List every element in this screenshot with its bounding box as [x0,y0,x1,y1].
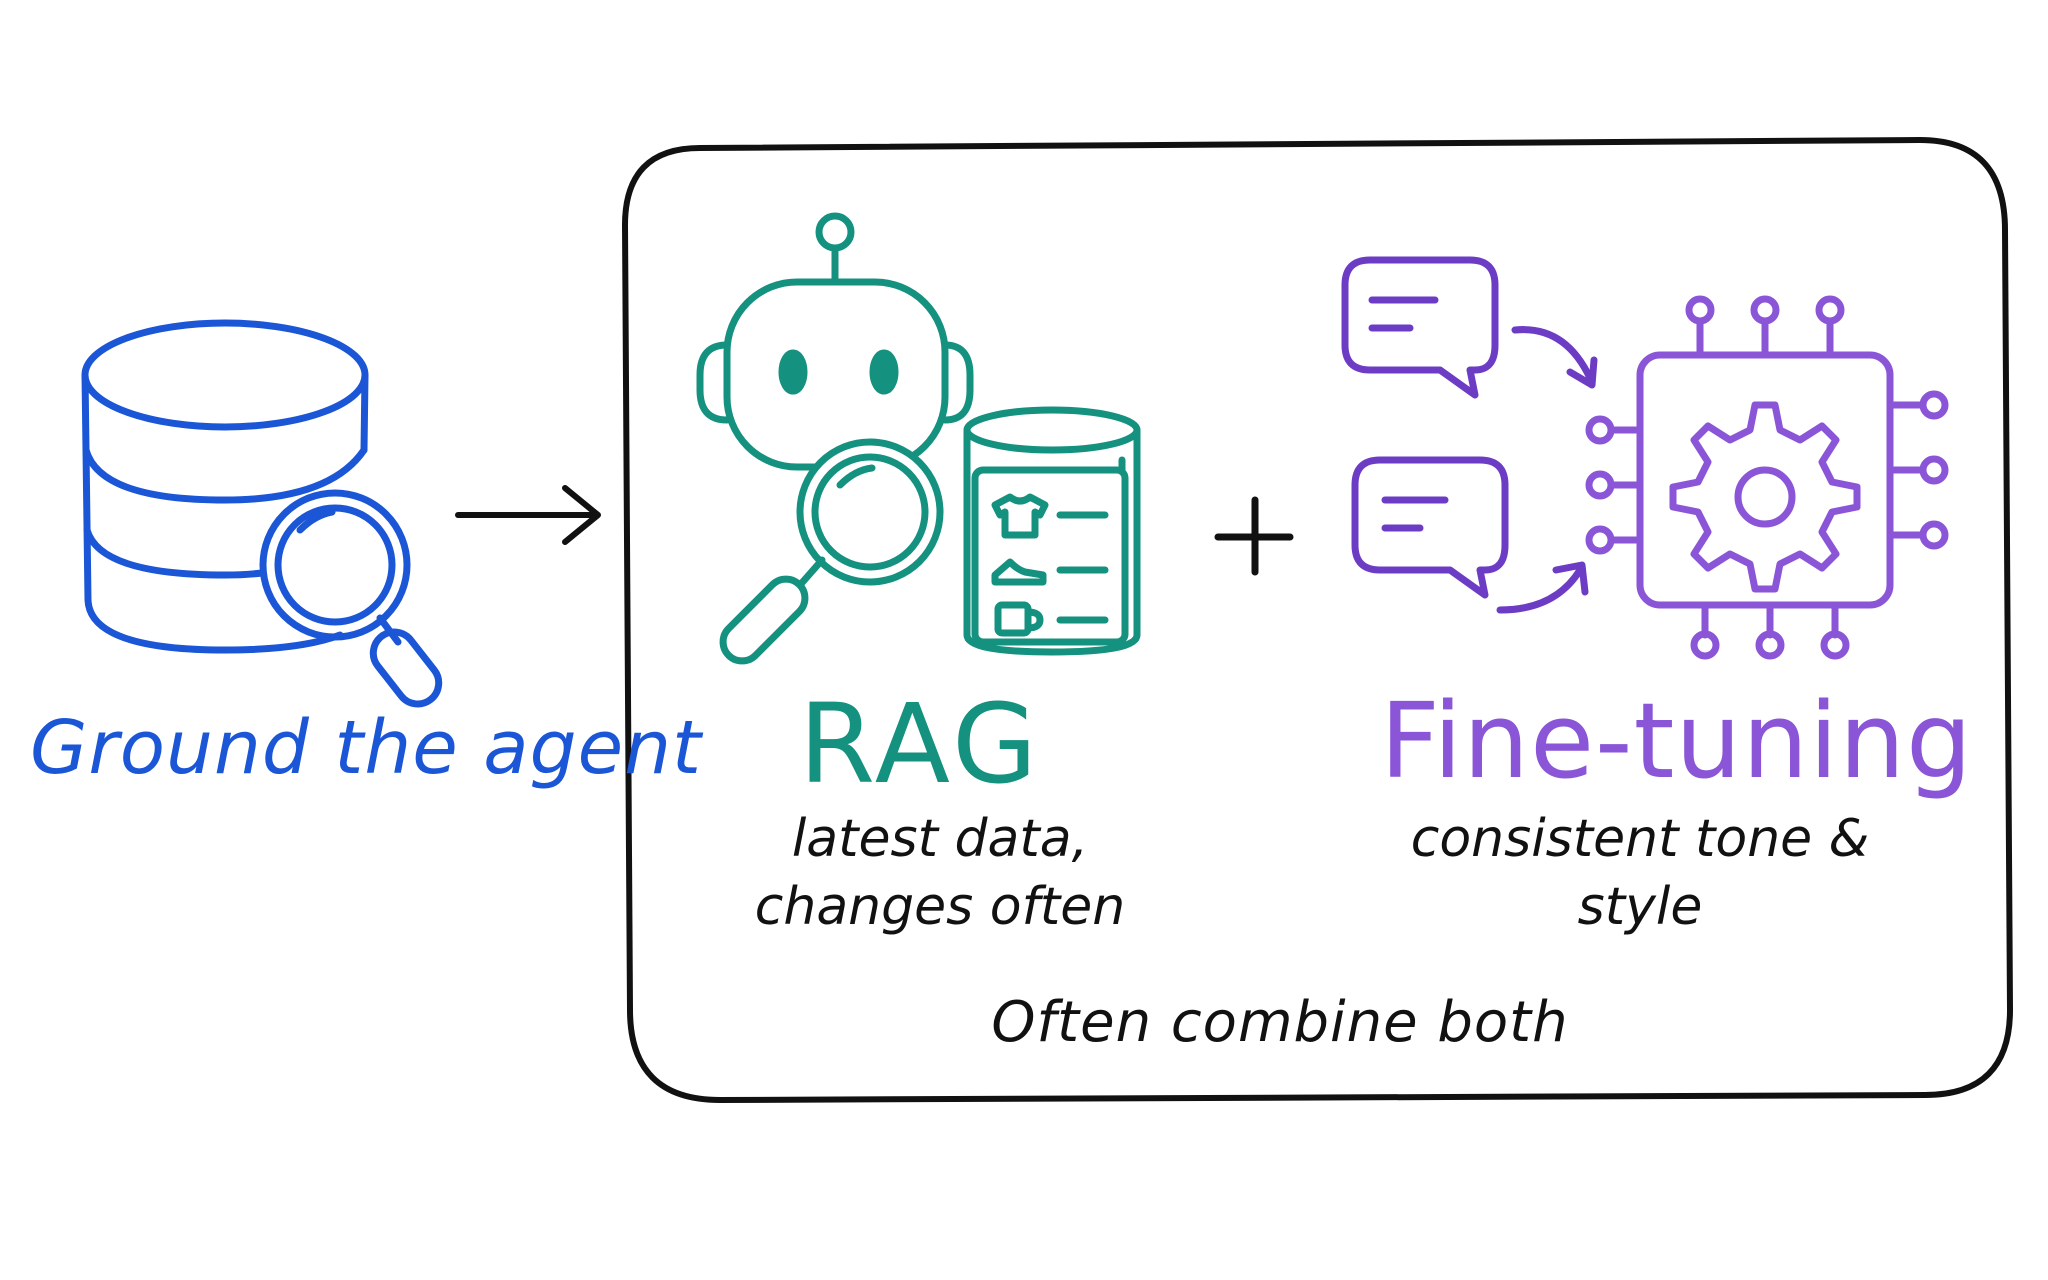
product-catalog-icon [963,406,1141,656]
database-search-icon [81,319,443,708]
chip-gear-icon [1585,295,1949,660]
rag-subtitle: latest data, changes often [754,809,1126,937]
combine-footer: Often combine both [991,990,1569,1055]
chat-bubble-icon [1341,256,1598,614]
combine-box [621,136,2014,1104]
right-arrow-icon [455,485,601,545]
robot-icon [696,212,974,471]
magnifier-icon [719,438,944,665]
ground-label: Ground the agent [30,705,703,791]
finetuning-subtitle: consistent tone & style [1410,809,1870,937]
finetuning-title: Fine-tuning [1380,680,1974,802]
rag-title: RAG [798,680,1042,808]
plus-icon [1214,496,1294,576]
